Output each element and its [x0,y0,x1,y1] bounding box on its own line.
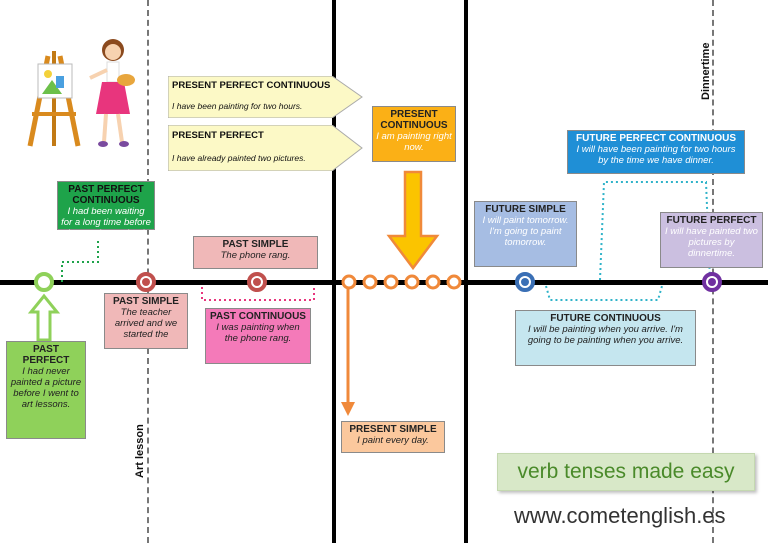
past-simple-1-desc: The teacher arrived and we started the [114,307,178,340]
past-perfect-title: PAST PERFECT [22,344,70,366]
dinnertime-dashed-line [712,0,714,543]
painter-illustration [27,39,135,147]
past-perfect-continuous-desc: I had been waiting for a long time befor… [61,206,151,239]
present-simple-desc: I paint every day. [357,435,429,446]
future-perfect-continuous-desc: I will have been painting for two hours … [576,144,736,166]
past-perfect-continuous-box: PAST PERFECT CONTINUOUS I had been waiti… [57,181,155,239]
present-continuous-title: PRESENT CONTINUOUS [380,109,448,131]
past-perfect-box: PAST PERFECT I had never painted a pictu… [6,341,86,439]
present-left-line [332,0,336,543]
past-perfect-desc: I had never painted a picture before I w… [10,366,82,410]
art-lesson-dashed-line [147,0,149,543]
present-perfect-desc: I have already painted two pictures. [172,153,306,163]
website-text: www.cometenglish.es [514,503,726,528]
tagline-box: verb tenses made easy [497,453,755,491]
past-continuous-title: PAST CONTINUOUS [210,311,306,322]
present-simple-title: PRESENT SIMPLE [349,424,437,435]
present-perfect-title: PRESENT PERFECT [172,130,264,141]
past-simple-box-1: PAST SIMPLE The teacher arrived and we s… [104,293,188,349]
present-perfect-continuous-desc: I have been painting for two hours. [172,101,303,111]
future-simple-desc: I will paint tomorrow. I'm going to pain… [482,215,569,248]
present-perfect-flag: PRESENT PERFECT I have already painted t… [168,125,364,171]
past-perfect-continuous-title: PAST PERFECT CONTINUOUS [68,184,144,206]
future-perfect-continuous-title: FUTURE PERFECT CONTINUOUS [576,133,736,144]
future-simple-title: FUTURE SIMPLE [485,204,566,215]
present-perfect-continuous-title: PRESENT PERFECT CONTINUOUS [172,80,331,91]
future-simple-box: FUTURE SIMPLE I will paint tomorrow. I'm… [474,201,577,267]
future-perfect-title: FUTURE PERFECT [666,215,757,226]
future-continuous-title: FUTURE CONTINUOUS [550,313,661,324]
past-simple-2-title: PAST SIMPLE [222,239,289,250]
tagline-text: verb tenses made easy [517,460,735,483]
past-simple-1-title: PAST SIMPLE [113,296,179,307]
past-continuous-desc: I was painting when the phone rang. [216,322,300,344]
future-perfect-box: FUTURE PERFECT I will have painted two p… [660,212,763,268]
past-simple-2-desc: The phone rang. [220,250,291,261]
present-right-line [464,0,468,543]
present-simple-box: PRESENT SIMPLE I paint every day. [341,421,445,453]
future-perfect-desc: I will have painted two pictures by dinn… [665,226,758,259]
past-simple-box-2: PAST SIMPLE The phone rang. [193,236,318,269]
present-perfect-continuous-flag: PRESENT PERFECT CONTINUOUS I have been p… [168,76,364,118]
present-continuous-box: PRESENT CONTINUOUS I am painting right n… [372,106,456,162]
future-continuous-box: FUTURE CONTINUOUS I will be painting whe… [515,310,696,366]
future-continuous-desc: I will be painting when you arrive. I'm … [527,324,684,346]
future-perfect-continuous-box: FUTURE PERFECT CONTINUOUS I will have be… [567,130,745,174]
present-continuous-desc: I am painting right now. [376,131,452,153]
past-continuous-box: PAST CONTINUOUS I was painting when the … [205,308,311,364]
